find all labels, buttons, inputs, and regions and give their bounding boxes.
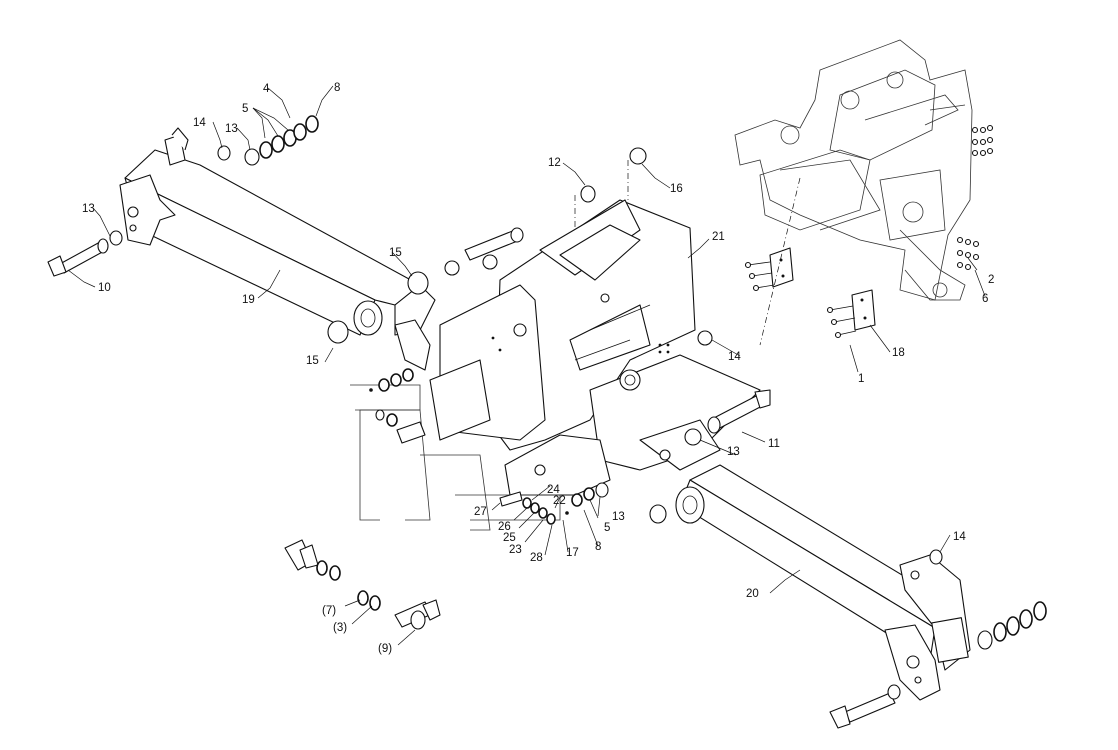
- callout-13: 13: [612, 511, 625, 523]
- spare-pin-set: [284, 539, 441, 630]
- tractor-frame-ghost: [734, 39, 973, 301]
- centerline: [759, 177, 801, 346]
- left-lift-arm: [119, 127, 436, 336]
- callout-27: 27: [474, 506, 487, 518]
- pin-frame-top: [444, 147, 647, 276]
- leader-lines: [67, 85, 986, 646]
- callout-23: 23: [509, 544, 522, 556]
- callout-10: 10: [98, 282, 111, 294]
- callout-1: 1: [858, 373, 864, 385]
- callout-7-ref: (7): [322, 605, 336, 617]
- mounting-plate-lower: [826, 289, 876, 339]
- callout-13: 13: [82, 203, 95, 215]
- callout-labels: 1 2 4 5 5 6 8 8 10 11 12 13 13 13 13 14 …: [82, 82, 994, 655]
- bushing: [407, 271, 429, 295]
- callout-9-ref: (9): [378, 643, 392, 655]
- callout-20: 20: [746, 588, 759, 600]
- callout-26: 26: [498, 521, 511, 533]
- callout-14: 14: [953, 531, 966, 543]
- frame-bolts-lower: [956, 236, 980, 271]
- bushing: [929, 549, 943, 565]
- callout-15: 15: [389, 247, 402, 259]
- fastener-cluster: [499, 482, 609, 525]
- callout-5: 5: [242, 103, 248, 115]
- bushing: [697, 330, 713, 346]
- callout-21: 21: [712, 231, 725, 243]
- ghost-bracket: [350, 384, 561, 531]
- callout-8: 8: [334, 82, 340, 94]
- callout-17: 17: [566, 547, 579, 559]
- callout-28: 28: [530, 552, 543, 564]
- callout-13: 13: [225, 123, 238, 135]
- callout-19: 19: [242, 294, 255, 306]
- callout-14: 14: [193, 117, 206, 129]
- central-frame: [394, 199, 761, 496]
- callout-25: 25: [503, 532, 516, 544]
- ring-set-middle-left: [369, 368, 426, 444]
- callout-16: 16: [670, 183, 683, 195]
- callout-3-ref: (3): [333, 622, 347, 634]
- pin-left: [47, 230, 123, 277]
- callout-15: 15: [306, 355, 319, 367]
- callout-11: 11: [768, 438, 780, 450]
- bushing: [327, 320, 349, 344]
- callout-18: 18: [892, 347, 905, 359]
- callout-6: 6: [982, 293, 988, 305]
- frame-bolts-upper: [971, 124, 994, 157]
- callout-24: 24: [547, 484, 560, 496]
- right-lift-arm: [675, 464, 971, 701]
- callout-14: 14: [728, 351, 741, 363]
- pin-right: [684, 389, 771, 446]
- callout-2: 2: [988, 274, 994, 286]
- ring-set-right: [977, 601, 1047, 650]
- callout-12: 12: [548, 157, 561, 169]
- callout-5: 5: [604, 522, 610, 534]
- callout-4: 4: [263, 83, 270, 95]
- callout-8: 8: [595, 541, 601, 553]
- bushing: [649, 504, 667, 524]
- callout-22: 22: [553, 495, 566, 507]
- pin-bottom-right: [829, 684, 901, 729]
- mounting-plate-upper: [744, 247, 794, 292]
- callout-13: 13: [727, 446, 740, 458]
